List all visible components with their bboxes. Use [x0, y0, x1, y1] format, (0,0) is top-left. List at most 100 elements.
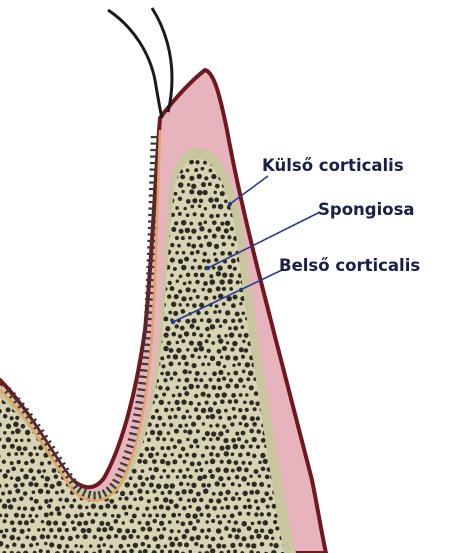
trabecula-dot	[185, 409, 189, 413]
trabecula-dot	[109, 526, 114, 531]
trabecula-dot	[24, 324, 29, 329]
trabecula-dot	[204, 220, 208, 224]
trabecula-dot	[216, 437, 220, 441]
trabecula-dot	[1, 219, 5, 223]
trabecula-dot	[52, 183, 56, 187]
trabecula-dot	[246, 512, 250, 516]
trabecula-dot	[275, 526, 279, 530]
trabecula-dot	[155, 409, 159, 413]
trabecula-dot	[231, 393, 236, 398]
trabecula-dot	[15, 439, 19, 443]
trabecula-dot	[61, 355, 66, 360]
trabecula-dot	[295, 325, 300, 330]
trabecula-dot	[40, 190, 45, 195]
trabecula-dot	[90, 356, 95, 361]
trabecula-dot	[201, 454, 205, 458]
trabecula-dot	[91, 429, 96, 434]
trabecula-dot	[248, 461, 252, 465]
trabecula-dot	[179, 229, 184, 234]
trabecula-dot	[199, 513, 203, 517]
trabecula-dot	[51, 409, 55, 413]
trabecula-dot	[263, 145, 268, 150]
trabecula-dot	[113, 220, 118, 225]
trabecula-dot	[184, 361, 189, 366]
trabecula-dot	[146, 196, 151, 201]
trabecula-dot	[186, 468, 190, 472]
pointer-dot-spongiosa	[206, 266, 210, 270]
trabecula-dot	[254, 499, 258, 503]
trabecula-dot	[171, 302, 176, 307]
trabecula-dot	[256, 506, 260, 510]
trabecula-dot	[104, 243, 108, 247]
trabecula-dot	[101, 152, 106, 157]
trabecula-dot	[213, 401, 217, 405]
trabecula-dot	[53, 521, 58, 526]
trabecula-dot	[208, 407, 213, 412]
trabecula-dot	[61, 294, 66, 299]
trabecula-dot	[145, 477, 149, 481]
trabecula-dot	[45, 221, 50, 226]
trabecula-dot	[34, 499, 39, 504]
trabecula-dot	[47, 504, 51, 508]
trabecula-dot	[215, 423, 219, 427]
trabecula-dot	[68, 459, 74, 465]
trabecula-dot	[47, 175, 51, 179]
trabecula-dot	[6, 407, 11, 412]
trabecula-dot	[222, 242, 226, 246]
trabecula-dot	[42, 152, 46, 156]
trabecula-dot	[102, 347, 106, 351]
trabecula-dot	[83, 520, 88, 525]
trabecula-dot	[212, 266, 215, 269]
trabecula-dot	[0, 245, 2, 249]
trabecula-dot	[85, 234, 89, 238]
trabecula-dot	[94, 241, 99, 246]
trabecula-dot	[15, 476, 21, 482]
trabecula-dot	[186, 438, 190, 442]
trabecula-dot	[127, 544, 131, 548]
trabecula-dot	[188, 370, 192, 374]
trabecula-dot	[223, 468, 229, 474]
trabecula-dot	[32, 144, 36, 148]
trabecula-dot	[35, 377, 39, 381]
trabecula-dot	[174, 537, 178, 541]
trabecula-dot	[259, 138, 264, 143]
trabecula-dot	[103, 439, 108, 444]
trabecula-dot	[164, 408, 169, 413]
trabecula-dot	[109, 348, 114, 353]
trabecula-dot	[94, 407, 99, 412]
trabecula-dot	[1, 492, 5, 496]
trabecula-dot	[219, 325, 222, 328]
trabecula-dot	[186, 348, 190, 352]
trabecula-dot	[35, 273, 39, 277]
trabecula-dot	[264, 535, 269, 540]
trabecula-dot	[80, 181, 85, 186]
trabecula-dot	[160, 459, 165, 464]
trabecula-dot	[185, 228, 190, 233]
ligament-fiber	[132, 421, 140, 423]
trabecula-dot	[293, 192, 297, 196]
trabecula-dot	[272, 221, 277, 226]
trabecula-dot	[171, 513, 176, 518]
trabecula-dot	[100, 446, 105, 451]
trabecula-dot	[21, 514, 26, 519]
trabecula-dot	[199, 226, 204, 231]
trabecula-dot	[64, 498, 69, 503]
trabecula-dot	[170, 453, 173, 456]
trabecula-dot	[68, 161, 72, 165]
trabecula-dot	[2, 341, 7, 346]
trabecula-dot	[239, 347, 244, 352]
ligament-fiber	[143, 332, 151, 333]
trabecula-dot	[233, 295, 238, 300]
trabecula-dot	[60, 281, 65, 286]
trabecula-dot	[105, 384, 110, 389]
trabecula-dot	[178, 454, 183, 459]
trabecula-dot	[258, 191, 262, 195]
trabecula-dot	[208, 169, 212, 173]
trabecula-dot	[196, 445, 200, 449]
trabecula-dot	[210, 356, 215, 361]
trabecula-dot	[225, 429, 229, 433]
trabecula-dot	[218, 416, 222, 420]
trabecula-dot	[92, 252, 96, 256]
trabecula-dot	[245, 440, 249, 444]
trabecula-dot	[233, 444, 239, 450]
